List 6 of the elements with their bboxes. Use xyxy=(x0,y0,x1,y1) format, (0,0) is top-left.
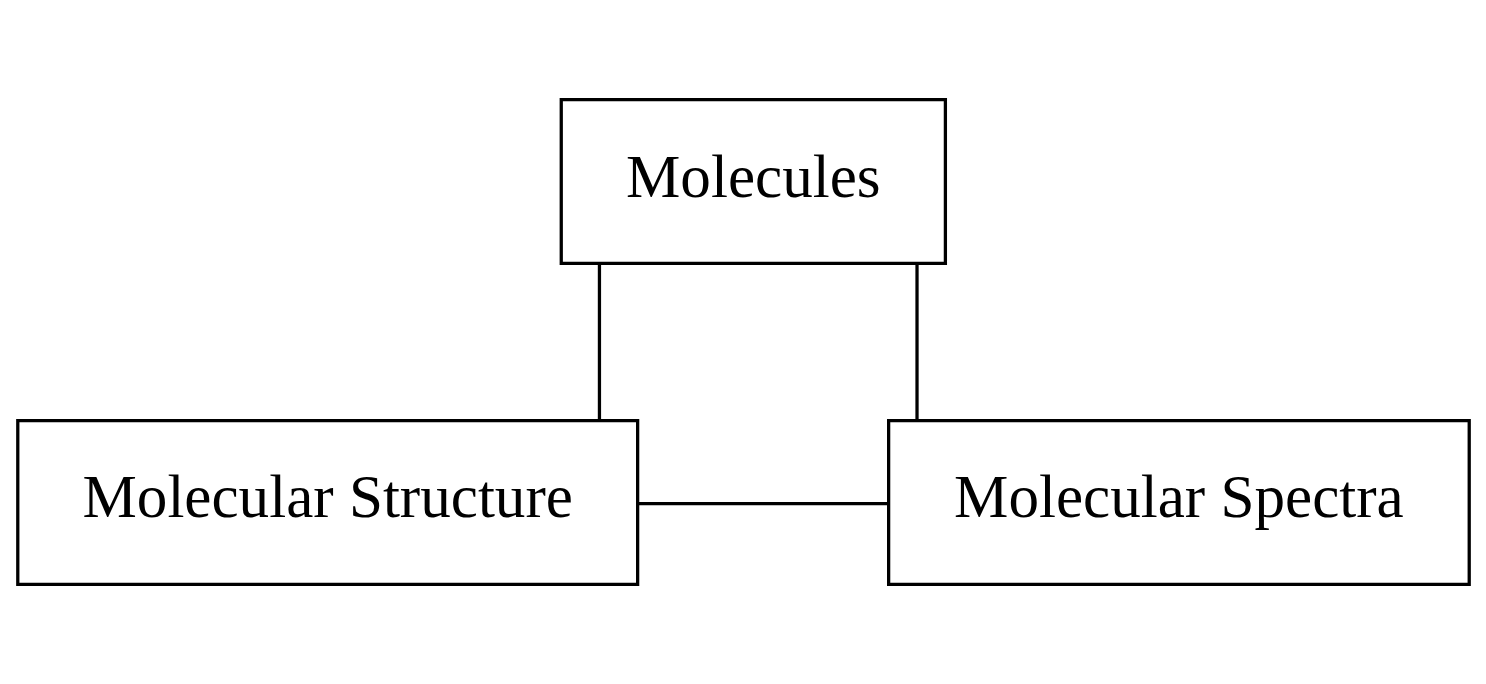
connector xyxy=(597,264,601,421)
connector xyxy=(914,264,919,421)
node-box: Molecular Spectra xyxy=(886,418,1471,586)
node-box: Molecules xyxy=(559,98,947,266)
connector xyxy=(637,501,888,506)
node-box: Molecular Structure xyxy=(15,418,639,586)
